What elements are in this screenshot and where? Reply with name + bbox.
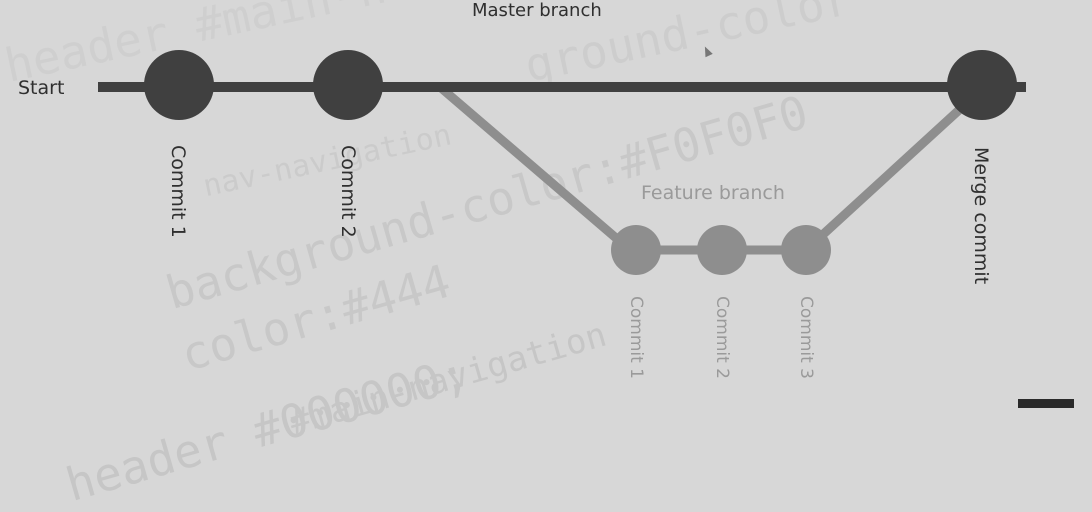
master-commit-label: Commit 1: [167, 145, 189, 238]
feature-commit-node: [611, 225, 661, 275]
master-branch-label: Master branch: [472, 0, 602, 21]
feature-commit-label: Commit 2: [712, 296, 732, 379]
feature-branch-merge-line: [801, 95, 975, 255]
merge-commit-node: [947, 50, 1017, 120]
start-label: Start: [18, 77, 65, 99]
feature-commit-label: Commit 1: [626, 296, 646, 379]
diagram-graphics: [98, 50, 1026, 275]
git-branch-diagram: header #main-na ground-color nav-navigat…: [18, 0, 1074, 512]
feature-branch-fork-line: [435, 82, 635, 255]
corner-overlay: [1018, 399, 1074, 408]
merge-commit-label: Merge commit: [970, 147, 992, 285]
feature-commit-node: [697, 225, 747, 275]
feature-branch-label: Feature branch: [641, 182, 785, 204]
feature-commit-label: Commit 3: [796, 296, 816, 379]
master-commit-node: [313, 50, 383, 120]
master-commit-label: Commit 2: [337, 145, 359, 238]
master-commit-node: [144, 50, 214, 120]
feature-commit-node: [781, 225, 831, 275]
